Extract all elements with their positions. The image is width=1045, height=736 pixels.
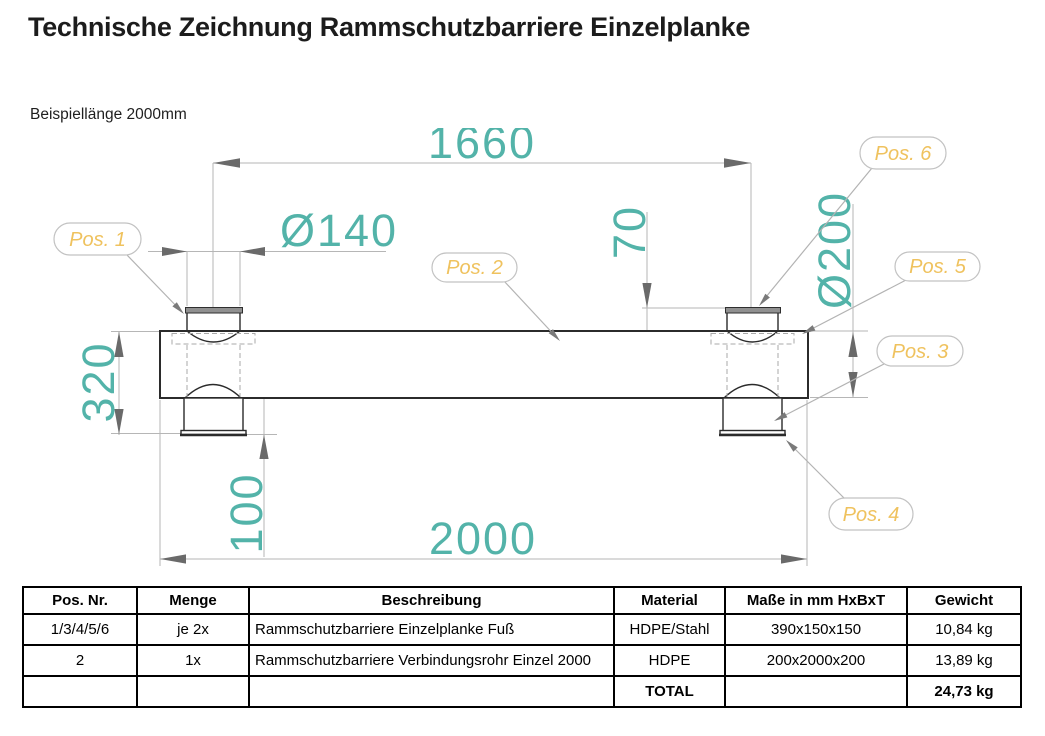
parts-list-table: Pos. Nr. Menge Beschreibung Material Maß… [22,586,1022,708]
svg-text:Pos. 1: Pos. 1 [69,229,126,251]
svg-text:Pos. 6: Pos. 6 [875,143,933,165]
hidden-edges [171,333,795,397]
pos-5-label: Pos. 5 [894,251,981,282]
pos-4-label: Pos. 4 [828,497,914,531]
table-row: 1/3/4/5/6 je 2x Rammschutzbarriere Einze… [22,613,1022,646]
pos-2-label: Pos. 2 [431,252,518,283]
cell-total-label: TOTAL [613,675,726,708]
header-masse: Maße in mm HxBxT [724,586,908,615]
pos-1-label: Pos. 1 [53,222,142,256]
pos-3-label: Pos. 3 [876,335,964,367]
dimension-labels: 1660 Ø140 70 Ø200 320 100 2000 [73,128,860,564]
cell-menge: je 2x [136,613,250,646]
cell-masse [724,675,908,708]
dim-1660: 1660 [428,128,536,168]
dim-diameter-140: Ø140 [280,205,398,256]
cell-material: HDPE/Stahl [613,613,726,646]
cell-masse: 200x2000x200 [724,644,908,677]
position-bubbles: Pos. 1 Pos. 2 Pos. 3 Pos. 4 Pos. 5 Pos. … [53,136,981,531]
cell-pos-nr: 1/3/4/5/6 [22,613,138,646]
cell-beschreibung [248,675,615,708]
cell-gewicht: 10,84 kg [906,613,1022,646]
cell-pos-nr: 2 [22,644,138,677]
dim-2000: 2000 [429,513,537,564]
dim-100: 100 [221,472,272,553]
cell-material: HDPE [613,644,726,677]
technical-drawing: 1660 Ø140 70 Ø200 320 100 2000 [53,128,981,566]
page-title: Technische Zeichnung Rammschutzbarriere … [28,12,751,42]
svg-text:Pos. 3: Pos. 3 [892,341,949,363]
svg-text:Pos. 4: Pos. 4 [843,504,900,526]
connecting-tube [159,330,809,399]
cell-pos-nr [22,675,138,708]
header-gewicht: Gewicht [906,586,1022,615]
svg-text:Pos. 5: Pos. 5 [909,256,967,278]
dim-70: 70 [604,205,655,259]
dim-320: 320 [73,341,124,422]
header-beschreibung: Beschreibung [248,586,615,615]
foot-top-left [185,307,243,343]
cell-beschreibung: Rammschutzbarriere Verbindungsrohr Einze… [248,644,615,677]
header-menge: Menge [136,586,250,615]
position-leaders [125,167,909,500]
table-header-row: Pos. Nr. Menge Beschreibung Material Maß… [22,586,1022,615]
cell-masse: 390x150x150 [724,613,908,646]
cell-total-weight: 24,73 kg [906,675,1022,708]
cell-menge [136,675,250,708]
header-material: Material [613,586,726,615]
dim-diameter-200: Ø200 [809,191,860,309]
barrier-parts [159,307,809,437]
pos-6-label: Pos. 6 [859,136,947,170]
header-pos-nr: Pos. Nr. [22,586,138,615]
table-row: 2 1x Rammschutzbarriere Verbindungsrohr … [22,644,1022,677]
foot-top-right [725,307,781,343]
svg-text:Pos. 2: Pos. 2 [446,257,503,279]
cell-gewicht: 13,89 kg [906,644,1022,677]
example-length-note: Beispiellänge 2000mm [30,106,187,123]
foot-bottom-left [180,383,247,437]
table-total-row: TOTAL 24,73 kg [22,675,1022,708]
foot-bottom-right [719,383,786,437]
cell-beschreibung: Rammschutzbarriere Einzelplanke Fuß [248,613,615,646]
cell-menge: 1x [136,644,250,677]
